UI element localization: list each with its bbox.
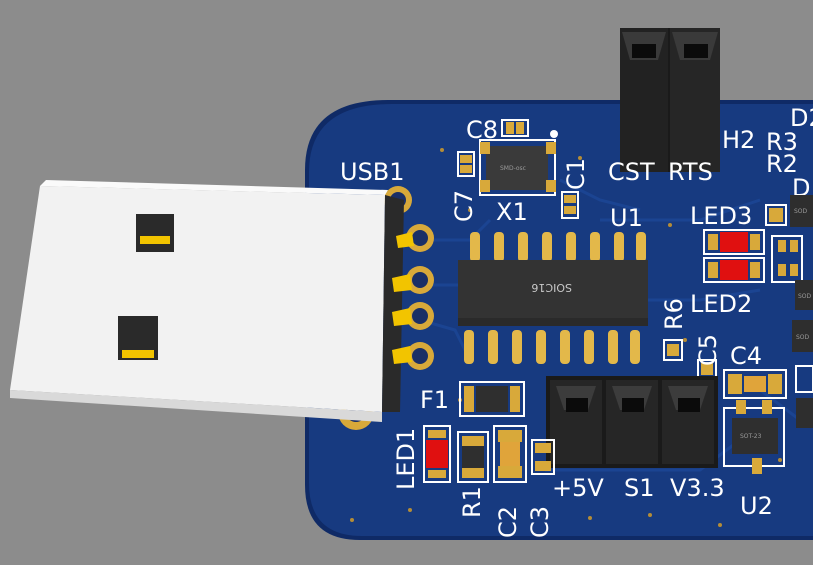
capacitor-c1 xyxy=(561,191,579,219)
label-c3: C3 xyxy=(526,506,554,538)
capacitor-c4 xyxy=(723,369,787,399)
label-s1: S1 xyxy=(624,474,655,502)
right-chip-b-label: SOD xyxy=(798,293,812,300)
crystal-x1: SMD-osc xyxy=(479,130,558,196)
label-c2: C2 xyxy=(494,506,522,538)
led-led2 xyxy=(703,257,765,283)
right-chip-a-label: SOD xyxy=(794,208,808,215)
ic-u1: SOIC16 xyxy=(458,232,648,364)
label-h2: H2 xyxy=(722,126,755,154)
resistor-r1 xyxy=(457,431,489,483)
label-v33: V3.3 xyxy=(670,474,725,502)
slide-switch-s1[interactable] xyxy=(546,376,718,468)
usb-window-top xyxy=(136,214,174,252)
led-led1 xyxy=(423,425,451,483)
label-r1: R1 xyxy=(458,486,486,518)
label-c4: C4 xyxy=(730,342,762,370)
capacitor-c7 xyxy=(457,151,475,177)
usb-pins xyxy=(392,232,414,364)
u2-package-label: SOT-23 xyxy=(740,433,762,440)
right-edge-components: SOD SOD SOD xyxy=(765,195,813,428)
label-led1: LED1 xyxy=(392,428,420,490)
label-plus5v: +5V xyxy=(552,474,604,502)
capacitor-c2 xyxy=(493,425,527,483)
label-led2: LED2 xyxy=(690,290,752,318)
label-d2: D2 xyxy=(790,104,813,132)
label-u1: U1 xyxy=(610,204,643,232)
label-x1: X1 xyxy=(496,198,528,226)
label-f1: F1 xyxy=(420,386,449,414)
regulator-u2: SOT-23 xyxy=(723,400,785,474)
u1-package-label: SOIC16 xyxy=(531,281,572,294)
right-chip-c-label: SOD xyxy=(796,334,810,341)
label-c1: C1 xyxy=(562,158,590,190)
label-cst: CST xyxy=(608,158,655,186)
label-u2: U2 xyxy=(740,492,773,520)
label-r2: R2 xyxy=(766,150,798,178)
capacitor-c8 xyxy=(501,119,529,137)
capacitor-c3 xyxy=(531,439,555,475)
label-c5: C5 xyxy=(694,334,722,366)
label-rts: RTS xyxy=(668,158,713,186)
label-r6: R6 xyxy=(660,298,688,330)
x1-package-label: SMD-osc xyxy=(500,165,526,172)
led-led3 xyxy=(703,229,765,255)
label-usb1: USB1 xyxy=(340,158,405,186)
resistor-r6 xyxy=(663,339,683,361)
label-c7: C7 xyxy=(450,190,478,222)
label-c8: C8 xyxy=(466,116,498,144)
usb-a-connector[interactable] xyxy=(10,180,414,422)
fuse-f1 xyxy=(459,381,525,417)
pin-header-h2[interactable] xyxy=(620,28,720,172)
label-r3: R3 xyxy=(766,128,798,156)
label-led3: LED3 xyxy=(690,202,752,230)
